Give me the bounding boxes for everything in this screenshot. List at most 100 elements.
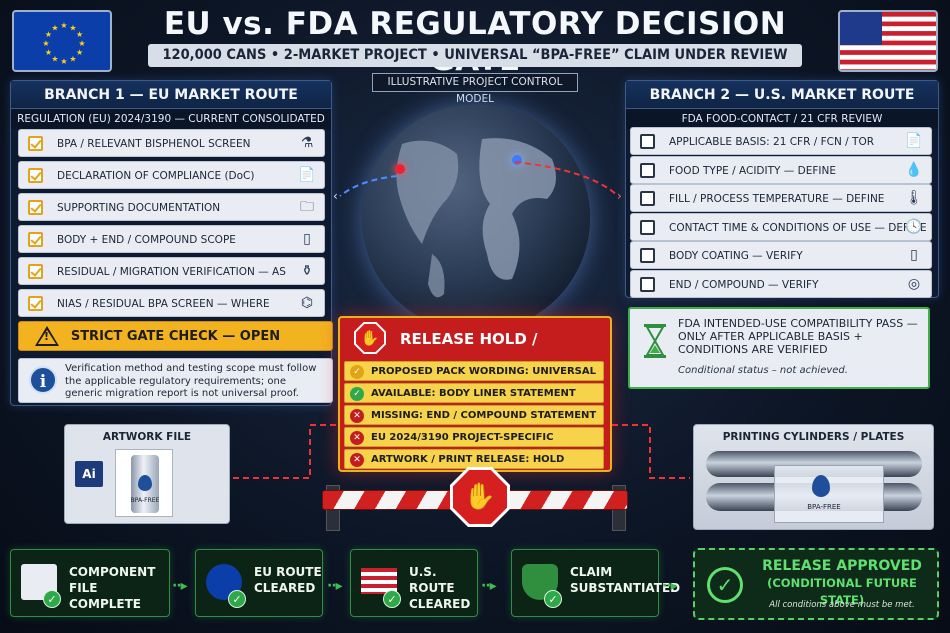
- model-tag: ILLUSTRATIVE PROJECT CONTROL MODEL: [372, 73, 578, 105]
- checkbox-empty-icon: [640, 162, 655, 178]
- us-flag-stripe: [840, 12, 936, 17]
- warning-icon-inner: [38, 330, 56, 344]
- us-flag-stripe: [840, 59, 936, 65]
- flow-step: ✓ COMPONENT FILE COMPLETE: [10, 549, 170, 617]
- eu-star: ★: [69, 23, 76, 32]
- hold-item: ✕ ARTWORK / PRINT RELEASE: HOLD: [344, 449, 604, 469]
- checkbox-checked-icon: [28, 264, 43, 279]
- us-checklist-item: CONTACT TIME & CONDITIONS OF USE — DEFIN…: [630, 212, 932, 241]
- us-checklist-label: CONTACT TIME & CONDITIONS OF USE — DEFIN…: [669, 221, 927, 234]
- can-icon: ▯: [303, 231, 311, 247]
- thermometer-icon: 🌡: [905, 190, 923, 206]
- hold-item: ✕MISSING: END / COMPOUND STATEMENT: [344, 405, 604, 425]
- hold-item-label: ARTWORK / PRINT RELEASE: HOLD: [371, 454, 565, 465]
- checkbox-checked-icon: [28, 136, 43, 151]
- eu-star: ★: [78, 39, 85, 48]
- artwork-caption: ARTWORK FILE: [102, 431, 192, 443]
- info-icon: i: [29, 366, 57, 394]
- x-circle-icon: ✕: [350, 453, 364, 467]
- can-label: BPA-FREE: [130, 497, 160, 504]
- us-flag-stripe: [840, 50, 936, 55]
- plate-drop-icon: [812, 475, 830, 497]
- us-flag-stripe: [840, 69, 936, 70]
- us-flag-stripe: [840, 45, 936, 51]
- document-check-icon: 📄: [298, 167, 316, 183]
- check-badge-icon: ✓: [43, 590, 61, 608]
- us-flag-icon: [361, 568, 397, 594]
- eu-checklist-label: BODY + END / COMPOUND SCOPE: [57, 234, 236, 246]
- eu-star: ★: [60, 21, 67, 30]
- eu-info-text: Verification method and testing scope mu…: [65, 363, 317, 399]
- us-checklist-item: BODY COATING — VERIFY ▯: [630, 241, 932, 269]
- flow-step-label: COMPONENT FILE COMPLETE: [69, 565, 156, 611]
- hold-item: ✓AVAILABLE: BODY LINER STATEMENT: [344, 383, 604, 403]
- gate-check-label: STRICT GATE CHECK — OPEN: [70, 329, 281, 344]
- us-checklist-item: END / COMPOUND — VERIFY◎: [630, 269, 932, 298]
- eu-location-marker: [512, 155, 522, 165]
- stop-sign-icon: ✋: [453, 470, 507, 524]
- flow-arrow-icon: ··▸: [172, 578, 188, 594]
- globe-image: [362, 104, 590, 332]
- flow-arrow-icon: ··▸: [481, 578, 497, 594]
- check-circle-icon: ✓: [350, 387, 364, 401]
- checkbox-empty-icon: [640, 248, 655, 263]
- beaker-icon: ⚱: [301, 263, 313, 279]
- page-subtitle: 120,000 CANS • 2-MARKET PROJECT • UNIVER…: [148, 44, 802, 67]
- us-checklist-label: FOOD TYPE / ACIDITY — DEFINE: [669, 164, 836, 177]
- eu-star: ★: [51, 23, 58, 32]
- eu-regulation-label: REGULATION (EU) 2024/3190 — CURRENT CONS…: [11, 109, 331, 145]
- hold-item: ✕EU 2024/3190 PROJECT-SPECIFIC SCREEN: I…: [344, 427, 604, 463]
- us-checklist-item: APPLICABLE BASIS: 21 CFR / FCN / TOR 📄: [630, 127, 932, 155]
- release-hold-heading: RELEASE HOLD / DISCREPANCY: [400, 330, 538, 378]
- document-icon: 📄: [905, 133, 923, 149]
- final-subtitle: (CONDITIONAL FUTURE STATE): [767, 576, 917, 607]
- molecule-icon: ⌬: [300, 295, 314, 311]
- us-flag-stripe: [840, 64, 936, 70]
- artwork-file-card: ARTWORK FILE Ai BPA-FREE: [64, 424, 230, 524]
- clock-icon: 🕓: [905, 218, 923, 235]
- warning-check-icon: ✓: [350, 365, 364, 379]
- flow-step-label: CLAIM SUBSTANTIATED: [570, 565, 681, 595]
- strict-gate-check: ! STRICT GATE CHECK — OPEN: [18, 321, 333, 351]
- approved-check-icon: ✓: [707, 567, 743, 603]
- fda-pass-title: FDA INTENDED-USE COMPATIBILITY PASS — ON…: [678, 317, 918, 356]
- checkbox-checked-icon: [28, 200, 43, 215]
- eu-star: ★: [51, 55, 58, 64]
- us-flag-stripe: [840, 35, 936, 41]
- fda-pass-status: Conditional status – not achieved.: [678, 365, 848, 376]
- eu-star: ★: [69, 55, 76, 64]
- us-checklist-label: FILL / PROCESS TEMPERATURE — DEFINE: [669, 193, 885, 205]
- checkbox-empty-icon: [640, 276, 655, 292]
- release-approved-title: RELEASE APPROVED (CONDITIONAL FUTURE STA…: [747, 558, 937, 609]
- warning-icon-mark: !: [44, 330, 50, 343]
- eu-checklist-item: NIAS / RESIDUAL BPA SCREEN — WHERE RELEV…: [18, 289, 325, 338]
- eu-flag: ★★★★★★★★★★★★: [12, 10, 112, 72]
- chevron-right-icon: ›: [617, 189, 622, 203]
- x-circle-icon: ✕: [350, 431, 364, 445]
- fda-compatibility-pass: FDA INTENDED-USE COMPATIBILITY PASS — ON…: [628, 307, 930, 389]
- eu-branch-heading: BRANCH 1 — EU MARKET ROUTE: [11, 81, 331, 109]
- cylinders-caption: PRINTING CYLINDERS / PLATES: [722, 431, 905, 443]
- flow-step-label: EU ROUTE CLEARED: [254, 565, 322, 595]
- us-checklist-label: APPLICABLE BASIS: 21 CFR / FCN / TOR: [669, 136, 875, 148]
- folder-icon: 🗀: [300, 199, 314, 215]
- can-drop-icon: [138, 475, 152, 491]
- eu-checklist-item: DECLARATION OF COMPLIANCE (DoC)📄: [18, 161, 325, 189]
- us-checklist-item: FOOD TYPE / ACIDITY — DEFINE💧: [630, 155, 932, 184]
- eu-checklist-label: SUPPORTING DOCUMENTATION: [57, 202, 221, 214]
- flow-step: ✓U.S. ROUTE CLEARED: [350, 549, 478, 617]
- print-plate: [774, 465, 884, 523]
- can-icon: ▯: [910, 247, 918, 263]
- check-badge-icon: ✓: [228, 590, 246, 608]
- eu-star: ★: [60, 57, 67, 66]
- us-checklist-label: BODY COATING — VERIFY: [669, 250, 803, 262]
- flow-arrow-icon: ··▸: [327, 578, 343, 594]
- chevron-left-icon: ‹: [333, 189, 338, 203]
- checkbox-empty-icon: [640, 219, 655, 235]
- x-circle-icon: ✕: [350, 409, 364, 423]
- flow-step-label: U.S. ROUTE CLEARED: [409, 565, 471, 611]
- check-badge-icon: ✓: [544, 590, 562, 608]
- flow-step: ✓ EU ROUTE CLEARED: [195, 549, 323, 617]
- us-flag: [838, 10, 938, 72]
